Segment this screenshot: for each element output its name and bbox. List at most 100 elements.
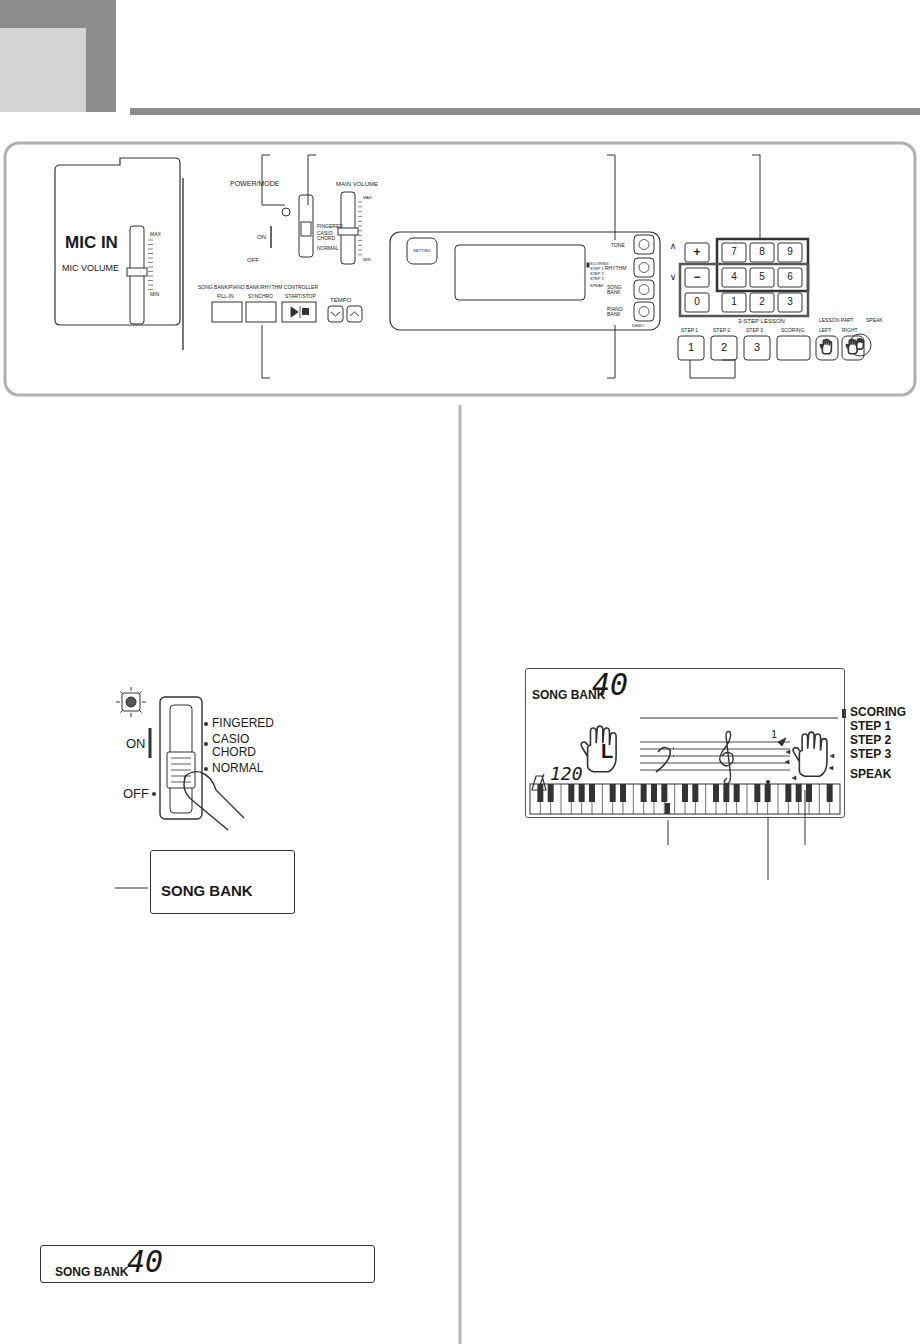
lcd-marker xyxy=(587,263,589,267)
display-text: L xyxy=(601,741,613,762)
left-hand-icon xyxy=(820,339,831,353)
mode-switch-knob xyxy=(301,222,311,236)
panel-label: SPEAK xyxy=(590,284,603,288)
bass-clef xyxy=(656,747,674,772)
panel-label: SPEAK xyxy=(866,318,883,323)
panel-button xyxy=(634,302,654,321)
panel-label: SONG BANK/PIANO BANK/RHYTHM CONTROLLER xyxy=(198,285,318,290)
power-lamp xyxy=(126,697,136,707)
key-highlight xyxy=(665,803,670,814)
scale-tick xyxy=(148,258,153,259)
callout-line xyxy=(115,888,148,889)
chevron-up xyxy=(350,312,359,316)
finger-marker xyxy=(778,738,786,746)
position-dot xyxy=(204,722,208,726)
panel-label: FINGERED xyxy=(212,717,274,730)
scale-tick xyxy=(358,240,362,241)
panel-label: SPEAK xyxy=(850,768,891,781)
staff-line xyxy=(640,742,790,743)
panel-label: TONE xyxy=(611,243,625,248)
scale-tick xyxy=(358,250,362,251)
scale-tick xyxy=(358,206,362,207)
lamp-ray xyxy=(139,710,142,713)
power-button-drawing xyxy=(122,693,140,711)
lamp-ray xyxy=(142,702,146,703)
panel-label: CASIO CHORD xyxy=(212,733,272,758)
play-stop-slash xyxy=(300,306,301,318)
panel-divider xyxy=(182,178,184,350)
panel-label: MAIN VOLUME xyxy=(336,181,378,187)
treble-clef xyxy=(720,732,733,785)
off-dot xyxy=(152,792,156,796)
left-hand-symbol xyxy=(581,726,616,772)
finger-indicator xyxy=(785,760,789,764)
button-icon xyxy=(639,307,649,317)
scale-tick xyxy=(358,221,362,222)
panel-label: RIGHT xyxy=(842,328,858,333)
scale-tick xyxy=(358,245,362,246)
black-key xyxy=(765,784,771,802)
tempo-up-button xyxy=(347,306,362,322)
panel-label: 2 xyxy=(721,342,727,354)
panel-label: ∨ xyxy=(670,273,677,282)
white-key-line xyxy=(747,784,748,814)
panel-frame xyxy=(5,143,915,395)
panel-label: STEP 1 xyxy=(681,328,698,333)
mic-panel xyxy=(55,158,180,325)
callout-line xyxy=(607,378,615,379)
panel-label: STEP 2 xyxy=(590,272,604,276)
display-text: 1 xyxy=(771,729,777,741)
panel-label: NORMAL xyxy=(212,762,263,775)
panel-label: STEP 2 xyxy=(850,734,891,747)
panel-button xyxy=(634,258,654,277)
panel-label: 3 xyxy=(754,342,760,354)
on-marker xyxy=(270,226,272,248)
black-key xyxy=(548,784,554,802)
lcd-display: SONG BANK40120L1 xyxy=(525,668,845,818)
column-divider xyxy=(459,405,462,1344)
scale-tick xyxy=(148,244,153,245)
knob-rib xyxy=(171,770,191,771)
black-key xyxy=(827,784,833,802)
black-key xyxy=(682,784,688,802)
lamp-ray xyxy=(120,691,123,694)
panel-label: STEP 2 xyxy=(713,328,730,333)
number-button xyxy=(722,243,746,262)
panel-label: MIN xyxy=(363,258,370,262)
scale-tick xyxy=(358,216,362,217)
panel-label: FILL-IN xyxy=(217,294,234,299)
panel-label: DEMO xyxy=(632,324,644,328)
scoring-button xyxy=(777,336,810,360)
lamp-ray xyxy=(131,713,132,717)
main-volume-knob xyxy=(338,228,358,235)
knob-rib xyxy=(171,764,191,765)
step-button xyxy=(678,336,704,360)
lamp-ray xyxy=(116,702,120,703)
panel-label: 1 xyxy=(688,342,694,354)
black-key xyxy=(579,784,585,802)
white-key-line xyxy=(819,784,820,814)
black-key xyxy=(785,784,791,802)
callout-line xyxy=(768,818,769,880)
panel-label: ON xyxy=(257,234,266,240)
black-key xyxy=(754,784,760,802)
panel-button xyxy=(634,280,654,299)
white-key-line xyxy=(633,784,634,814)
lcd-display: SONG BANK40 xyxy=(40,1245,375,1283)
number-button xyxy=(750,243,774,262)
scale-tick xyxy=(358,211,362,212)
black-key xyxy=(641,784,647,802)
header-rule xyxy=(130,108,920,115)
callout-line xyxy=(262,378,270,379)
panel-label: SETTING xyxy=(413,249,430,253)
white-key-line xyxy=(561,784,562,814)
scale-tick xyxy=(148,276,153,277)
panel-label: STEP 3 xyxy=(850,748,891,761)
finger-indicator xyxy=(792,776,796,780)
lesson-left-button xyxy=(816,336,838,360)
start-stop-button xyxy=(282,302,316,322)
panel-label: 5 xyxy=(759,272,765,283)
pressing-finger xyxy=(184,772,244,830)
